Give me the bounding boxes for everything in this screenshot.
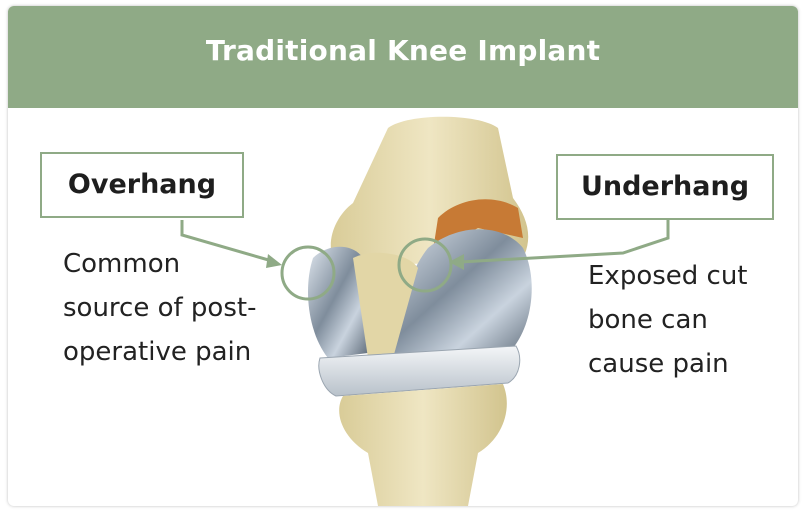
knee-diagram: Overhang Common source of post- operativ…: [8, 108, 798, 506]
infographic-card: Traditional Knee Implant: [8, 6, 798, 506]
underhang-description-line: bone can: [588, 298, 748, 342]
tibia-bone: [339, 384, 507, 506]
underhang-description-line: Exposed cut: [588, 254, 748, 298]
page-title: Traditional Knee Implant: [8, 34, 798, 67]
overhang-description-line: Common: [63, 242, 256, 286]
underhang-label: Underhang: [556, 154, 774, 220]
underhang-description-line: cause pain: [588, 342, 748, 386]
overhang-label: Overhang: [40, 152, 244, 218]
underhang-description: Exposed cut bone can cause pain: [588, 254, 748, 386]
header-bar: Traditional Knee Implant: [8, 6, 798, 108]
overhang-description-line: operative pain: [63, 330, 256, 374]
overhang-description-line: source of post-: [63, 286, 256, 330]
overhang-arrowhead: [266, 254, 282, 268]
overhang-description: Common source of post- operative pain: [63, 242, 256, 374]
